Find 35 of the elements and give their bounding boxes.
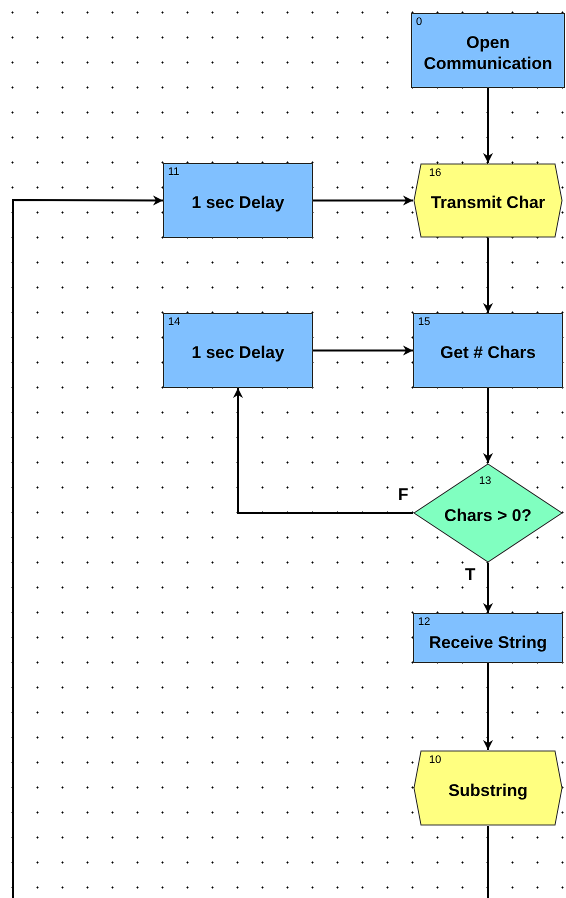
process-box (411, 13, 565, 88)
arrow (483, 388, 493, 463)
process-box (413, 613, 563, 663)
node-label: 1 sec Delay (190, 342, 286, 363)
preparation-hexagon (413, 750, 563, 826)
arrow (313, 196, 413, 206)
node-number: 13 (479, 476, 492, 487)
preparation-hexagon (413, 163, 563, 238)
node-label: Chars > 0? (443, 504, 533, 526)
node-label: Transmit Char (430, 192, 546, 213)
node-number: 16 (429, 168, 442, 179)
node-number: 12 (418, 617, 430, 628)
arrow (483, 88, 493, 163)
node-label: Receive String (428, 632, 548, 652)
node-number: 0 (416, 17, 422, 28)
node-label: Get # Chars (439, 342, 537, 363)
process-box (163, 163, 313, 238)
arrow (12, 195, 163, 898)
node-number: 15 (418, 317, 430, 328)
node-label: 1 sec Delay (190, 192, 286, 213)
arrow (483, 663, 493, 750)
node-number: 14 (168, 317, 180, 328)
arrow (313, 346, 413, 356)
arrow (483, 563, 493, 613)
node-label: Open Communication (422, 32, 554, 74)
process-box (413, 313, 563, 388)
node-number: 10 (429, 755, 442, 766)
edge-label: F (398, 486, 408, 503)
arrow (483, 238, 493, 313)
node-number: 11 (168, 167, 180, 178)
decision-diamond (413, 463, 563, 563)
process-box (163, 313, 313, 388)
edge-label: T (465, 566, 476, 583)
node-label: Substring (447, 780, 529, 800)
arrow (233, 388, 413, 514)
